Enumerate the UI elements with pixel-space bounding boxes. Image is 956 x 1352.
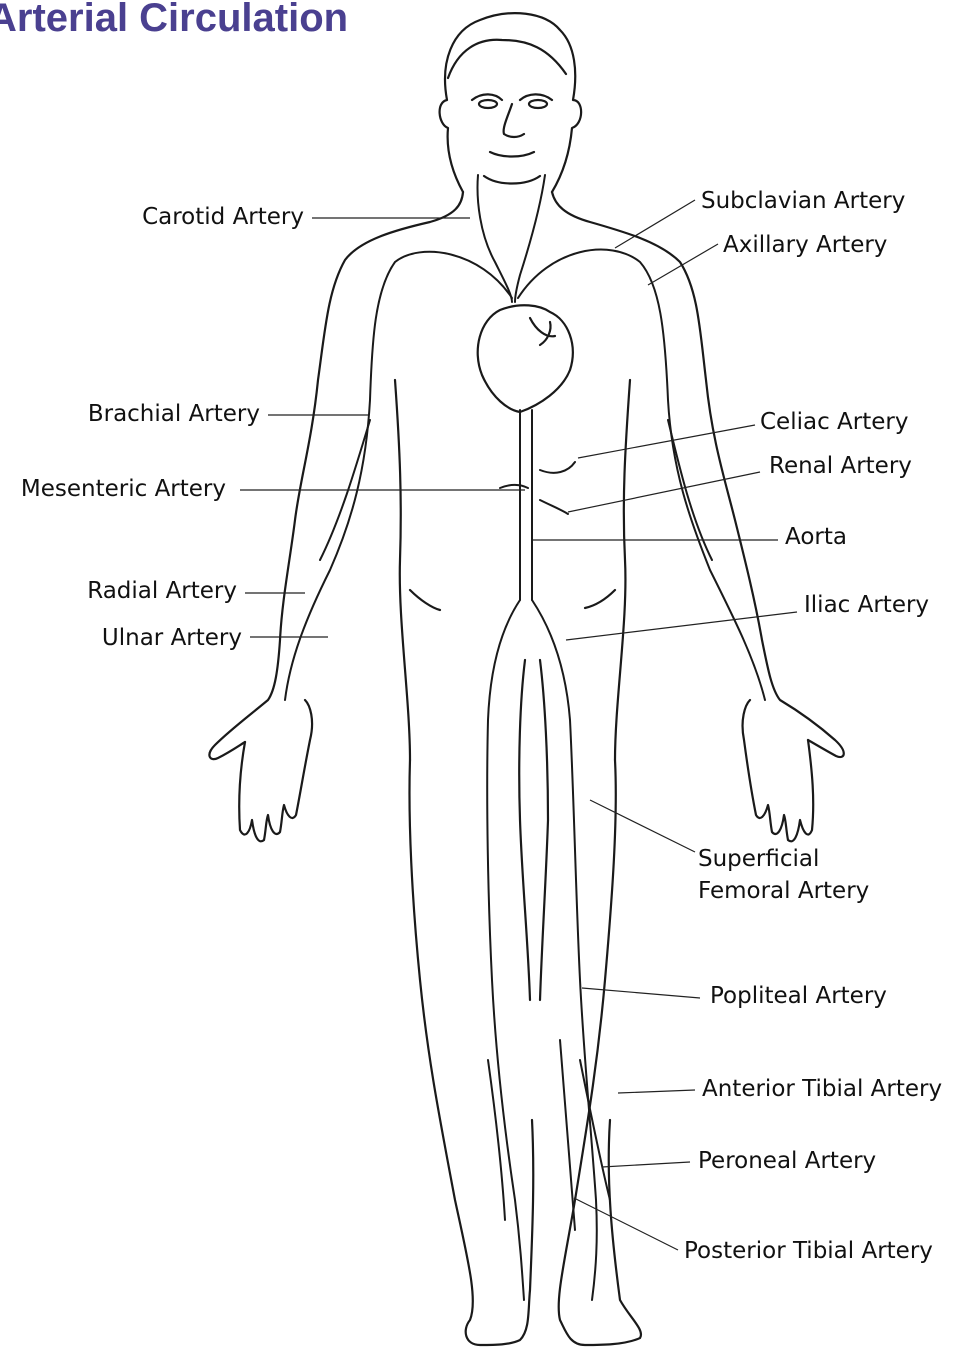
torso-outline	[209, 192, 843, 760]
label-renal-artery: Renal Artery	[769, 452, 912, 480]
label-iliac-artery: Iliac Artery	[804, 591, 929, 619]
leader-popliteal	[582, 988, 700, 998]
leader-superficial-femoral	[590, 800, 695, 852]
label-anterior-tibial-artery: Anterior Tibial Artery	[702, 1075, 942, 1103]
label-superficial-femoral-line2: Femoral Artery	[698, 875, 869, 907]
label-superficial-femoral-line1: Superficial	[698, 843, 869, 875]
label-mesenteric-artery: Mesenteric Artery	[21, 475, 226, 503]
label-ulnar-artery: Ulnar Artery	[102, 624, 242, 652]
label-aorta: Aorta	[785, 523, 847, 551]
leader-axillary	[648, 244, 718, 285]
label-subclavian-artery: Subclavian Artery	[701, 187, 905, 215]
leader-peroneal	[602, 1162, 690, 1167]
leader-subclavian	[615, 200, 695, 248]
label-peroneal-artery: Peroneal Artery	[698, 1147, 876, 1175]
label-posterior-tibial-artery: Posterior Tibial Artery	[684, 1237, 933, 1265]
head	[440, 13, 582, 192]
arteries	[285, 175, 765, 1300]
label-carotid-artery: Carotid Artery	[142, 203, 304, 231]
label-axillary-artery: Axillary Artery	[723, 231, 887, 259]
leader-celiac	[578, 425, 755, 458]
leader-anterior-tibial	[618, 1090, 695, 1093]
leader-posterior-tibial	[574, 1198, 678, 1250]
label-celiac-artery: Celiac Artery	[760, 408, 908, 436]
hands	[239, 700, 813, 841]
heart	[478, 305, 573, 412]
legs	[409, 660, 641, 1345]
label-popliteal-artery: Popliteal Artery	[710, 982, 887, 1010]
label-radial-artery: Radial Artery	[87, 577, 237, 605]
label-brachial-artery: Brachial Artery	[88, 400, 260, 428]
label-superficial-femoral-artery: Superficial Femoral Artery	[698, 843, 869, 907]
